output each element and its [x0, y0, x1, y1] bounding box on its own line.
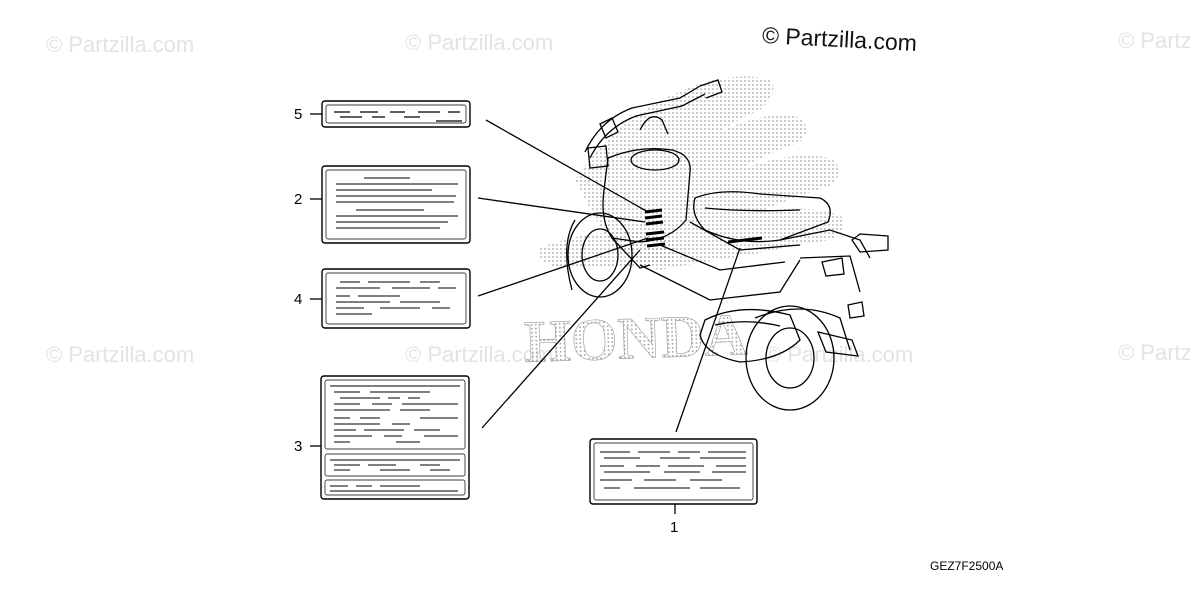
leader-1: [675, 247, 741, 433]
callout-2: 2: [294, 191, 303, 208]
watermark-faint: © Partzilla.com: [46, 342, 195, 367]
scooter-drawing: [566, 79, 889, 411]
decal-4[interactable]: [321, 268, 471, 329]
leader-4: [477, 237, 649, 297]
decal-5[interactable]: [321, 100, 471, 128]
callout-1: 1: [670, 519, 679, 536]
callout-4: 4: [294, 291, 303, 308]
watermark-faint: © Partzilla.com: [405, 30, 554, 55]
decal-1[interactable]: [589, 438, 758, 505]
watermark-faint-partial: © Partz: [1118, 28, 1192, 53]
diagram-code: GEZ7F2500A: [930, 559, 1004, 573]
leader-3: [481, 249, 641, 429]
leader-5: [485, 119, 649, 213]
callout-3: 3: [294, 438, 303, 455]
decal-2[interactable]: [321, 165, 471, 244]
watermark-faint: © Partzilla.com: [765, 342, 914, 367]
watermark-faint: © Partzilla.com: [405, 342, 554, 367]
leader-lines: [310, 113, 741, 514]
callout-5: 5: [294, 106, 303, 123]
decal-3[interactable]: [320, 375, 470, 500]
leader-2: [477, 197, 646, 223]
honda-brand-text: HONDA: [523, 301, 749, 375]
watermark-faint-partial: © Partz: [1118, 340, 1192, 365]
watermark-faint: © Partzilla.com: [46, 32, 195, 57]
